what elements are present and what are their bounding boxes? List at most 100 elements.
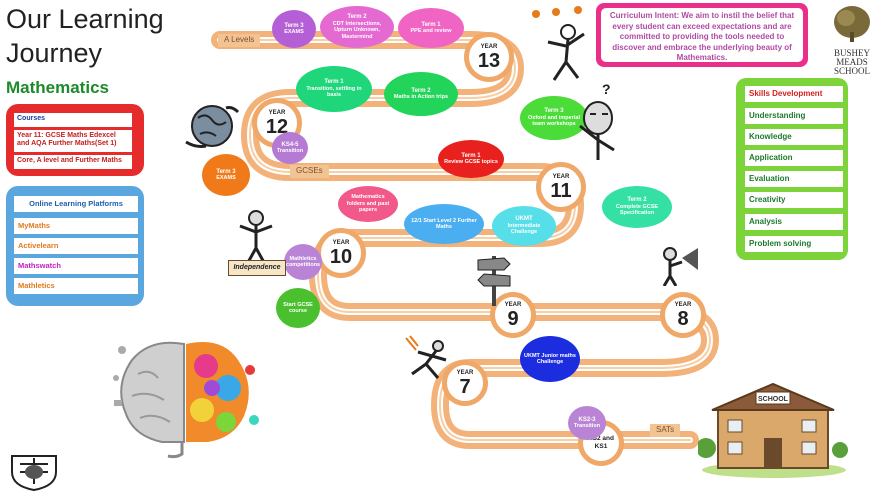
- bubble-y11-term2: Term 2 Complete GCSE Specification: [602, 186, 672, 228]
- skill-creativity[interactable]: Creativity: [745, 192, 843, 208]
- bubble-ks4-5: KS4-5 Transition: [272, 132, 308, 164]
- year-label: YEAR: [268, 109, 286, 116]
- bubble-text: Transition, settling in basis: [306, 85, 362, 99]
- courses-panel: Courses Year 11: GCSE Maths Edexcel and …: [6, 104, 144, 176]
- bubble-text: Mathletics competitions: [285, 255, 321, 269]
- year-label: YEAR: [504, 301, 522, 308]
- courses-header[interactable]: Courses: [14, 113, 132, 127]
- tree-icon: [834, 6, 870, 42]
- bubble-ukmt-intermediate: UKMT Intermediate Challenge: [492, 206, 556, 246]
- bubble-title: UKMT: [515, 216, 533, 223]
- course-item-year11[interactable]: Year 11: GCSE Maths Edexcel and AQA Furt…: [14, 130, 132, 152]
- year-number: 8: [677, 307, 689, 330]
- year-9-marker: YEAR 9: [490, 292, 536, 338]
- skill-analysis[interactable]: Analysis: [745, 214, 843, 230]
- school-crest-icon: [11, 455, 57, 492]
- svg-text:?: ?: [602, 81, 611, 97]
- bubble-y13-term3: Term 3 EXAMS: [272, 10, 316, 48]
- megaphone-figure-icon: [662, 247, 698, 286]
- bubble-title: Term 1: [461, 152, 481, 159]
- bubble-text: UKMT Junior maths Challenge: [524, 352, 576, 366]
- bubble-title: Term 3: [284, 22, 304, 29]
- bubble-text: CDT Intersections, Upturn Unknown, Maste…: [332, 20, 382, 40]
- stage-label-gcses: GCSEs: [290, 165, 329, 178]
- bubble-text: EXAMS: [216, 175, 236, 181]
- bubble-text: PPE and review: [410, 28, 452, 34]
- bubble-title: KS4-5: [281, 141, 299, 148]
- skills-header: Skills Development: [745, 86, 843, 102]
- bubble-title: Term 3: [544, 108, 564, 115]
- bubble-text: EXAMS: [284, 29, 304, 35]
- year-number: 12: [265, 115, 289, 138]
- platform-activelearn[interactable]: Activelearn: [14, 238, 138, 254]
- bubble-title: Term 2: [347, 14, 367, 20]
- year-number: 9: [507, 307, 519, 330]
- school-name-3: SCHOOL: [833, 66, 870, 76]
- bubble-y12-term3: Term 3 Oxford and imperial team workshop…: [520, 96, 588, 140]
- school-logo: BUSHEY MEADS SCHOOL: [826, 4, 878, 76]
- year-11-marker: YEAR 11: [536, 162, 586, 212]
- online-platforms-panel: Online Learning Platforms MyMaths Active…: [6, 186, 144, 306]
- platforms-header: Online Learning Platforms: [14, 196, 138, 212]
- independence-figure: Independence: [228, 208, 286, 280]
- bubble-text: Transition: [573, 423, 601, 429]
- bubble-title: Term 3: [216, 168, 236, 175]
- bubble-y12-term1: Term 1 Transition, settling in basis: [296, 66, 372, 112]
- year-number: 11: [550, 179, 572, 202]
- bubble-y11-term1: Term 1 Review GCSE topics: [438, 140, 504, 178]
- platform-mathswatch[interactable]: Mathswatch: [14, 258, 138, 274]
- skill-application[interactable]: Application: [745, 150, 843, 166]
- school-name-2: MEADS: [836, 57, 868, 67]
- skill-evaluation[interactable]: Evaluation: [745, 171, 843, 187]
- stage-label-alevels: A Levels: [218, 34, 261, 47]
- bubble-title: Term 1: [324, 79, 344, 86]
- bubble-text: Mathematics folders and past papers: [346, 194, 390, 214]
- bubble-start-gcse: Start GCSE course: [276, 288, 320, 328]
- skills-panel: Skills Development Understanding Knowled…: [736, 78, 848, 260]
- running-figure-icon: [405, 335, 447, 379]
- juggler-figure-icon: [532, 6, 585, 81]
- bubble-further-maths: 12/1 Start Level 2 Further Maths: [404, 204, 484, 244]
- bubble-text: Intermediate Challenge: [507, 222, 541, 236]
- bubble-text: Review GCSE topics: [444, 159, 498, 165]
- year-label: YEAR: [480, 43, 498, 50]
- year-label: YEAR: [456, 369, 474, 376]
- year-label: YEAR: [332, 239, 350, 246]
- brain-illustration: [113, 341, 259, 459]
- bubble-text: Complete GCSE Specification: [615, 203, 659, 217]
- year-label: YEAR: [552, 173, 570, 180]
- curriculum-intent-text: Curriculum Intent: We aim to instil the …: [601, 8, 803, 62]
- curriculum-intent-box: Curriculum Intent: We aim to instil the …: [596, 3, 808, 67]
- year-number: 13: [477, 49, 501, 72]
- bubble-y12-term2: Term 2 Maths in Action trips: [384, 72, 458, 116]
- bubble-text: 12/1 Start Level 2 Further Maths: [411, 217, 477, 231]
- skill-understanding[interactable]: Understanding: [745, 108, 843, 124]
- bubble-text: Transition: [276, 148, 304, 154]
- year-number: 10: [329, 245, 353, 268]
- year-label: YEAR: [674, 301, 692, 308]
- skill-knowledge[interactable]: Knowledge: [745, 129, 843, 145]
- year-7-marker: YEAR 7: [442, 360, 488, 406]
- bubble-mathletics-competitions: Mathletics competitions: [284, 244, 322, 280]
- bubble-text: Maths in Action trips: [393, 94, 449, 100]
- platform-mathletics[interactable]: Mathletics: [14, 278, 138, 294]
- page-title: Our Learning Journey: [6, 2, 164, 70]
- bubble-title: Term 1: [421, 21, 441, 28]
- school-name-1: BUSHEY: [833, 48, 870, 58]
- stage-label-sats: SATs: [650, 424, 681, 437]
- ks-label: KS2 and KS1: [587, 435, 614, 450]
- globe-icon: [185, 105, 240, 148]
- independence-person-icon: [239, 210, 273, 267]
- school-sign-text: SCHOOL: [758, 396, 789, 403]
- year-8-marker: YEAR 8: [660, 292, 706, 338]
- thinking-figure-icon: ?: [579, 81, 615, 160]
- bubble-past-papers: Mathematics folders and past papers: [338, 186, 398, 222]
- platform-mymaths[interactable]: MyMaths: [14, 218, 138, 234]
- skill-problem-solving[interactable]: Problem solving: [745, 236, 843, 252]
- bubble-y13-term1: Term 1 PPE and review: [398, 8, 464, 48]
- year-13-marker: YEAR 13: [464, 32, 514, 82]
- course-item-core[interactable]: Core, A level and Further Maths: [14, 155, 132, 169]
- title-line-1: Our Learning: [6, 4, 164, 34]
- bubble-title: KS2-3: [578, 416, 596, 423]
- bubble-ukmt-junior: UKMT Junior maths Challenge: [520, 336, 580, 382]
